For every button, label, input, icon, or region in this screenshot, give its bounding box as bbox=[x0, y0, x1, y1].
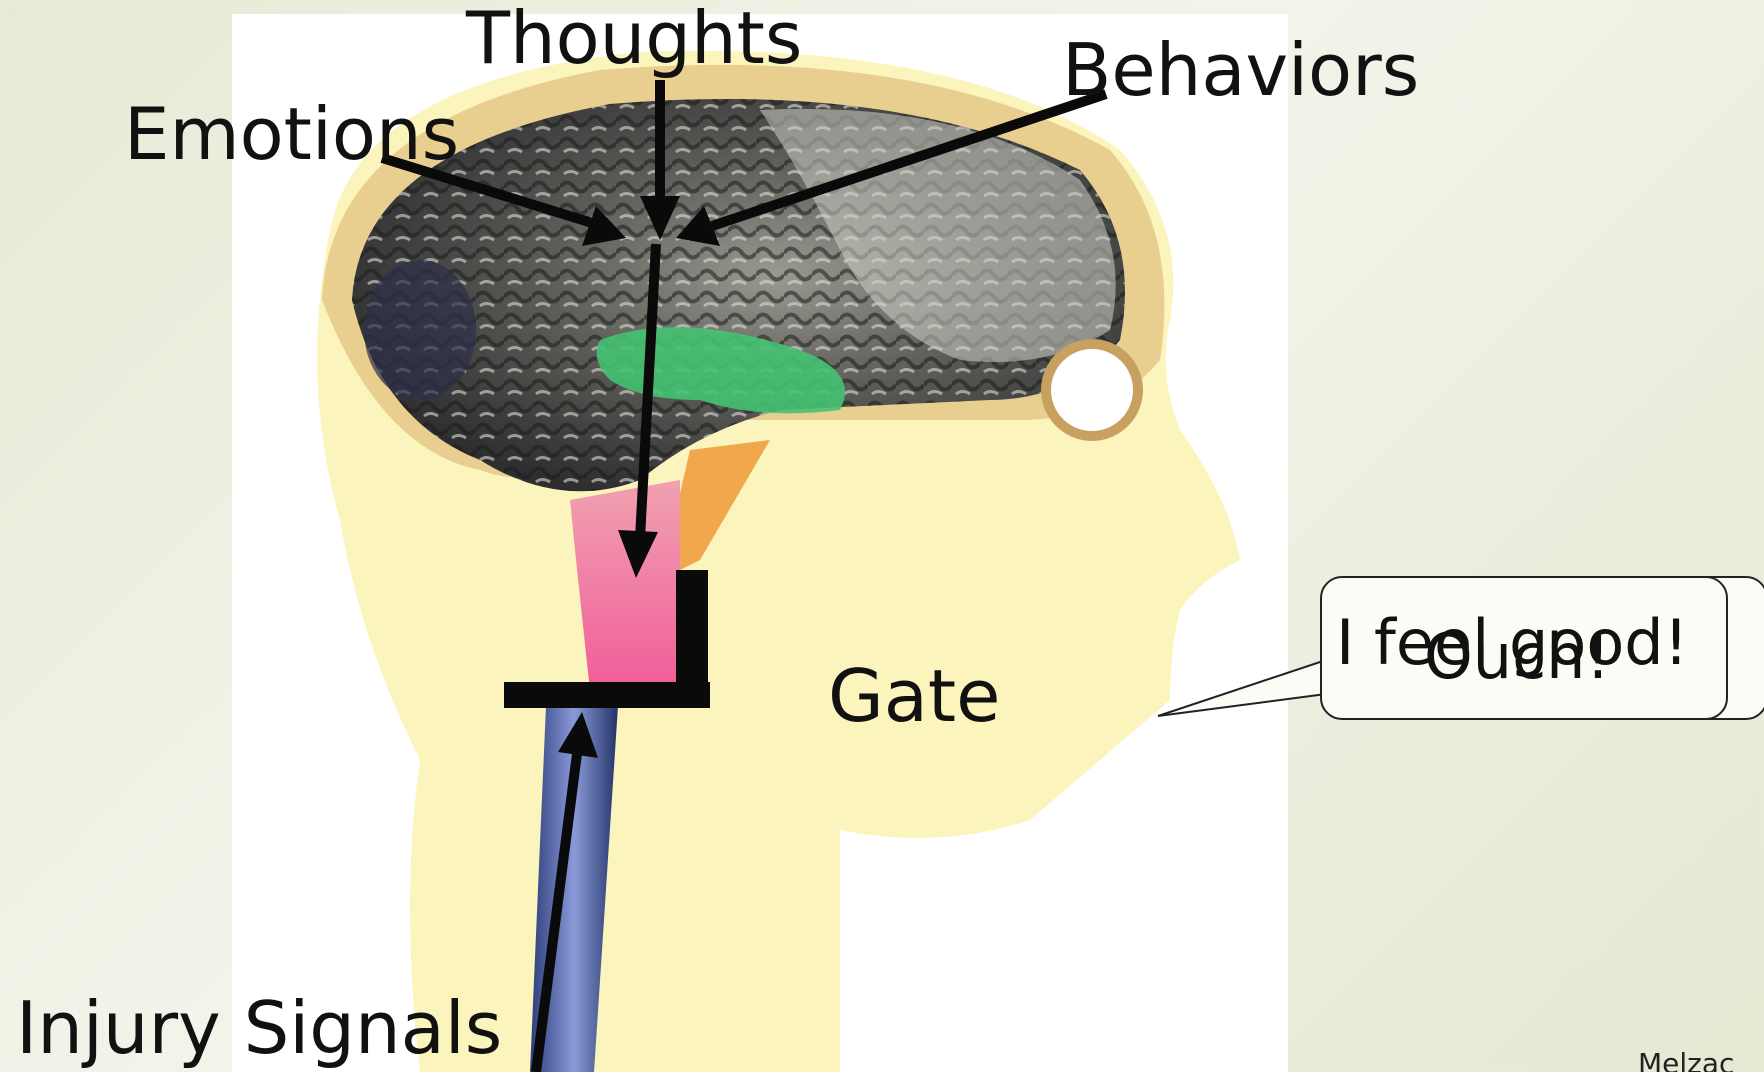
speech-text-good: I feel good! bbox=[1336, 612, 1688, 674]
label-behaviors: Behaviors bbox=[1062, 34, 1419, 106]
speech-bubble-tail bbox=[1158, 660, 1326, 716]
credit-text: Melzac bbox=[1638, 1050, 1734, 1072]
label-emotions: Emotions bbox=[124, 98, 459, 170]
label-thoughts: Thoughts bbox=[466, 2, 802, 74]
label-gate: Gate bbox=[828, 660, 1000, 732]
label-injury-signals: Injury Signals bbox=[16, 992, 502, 1064]
